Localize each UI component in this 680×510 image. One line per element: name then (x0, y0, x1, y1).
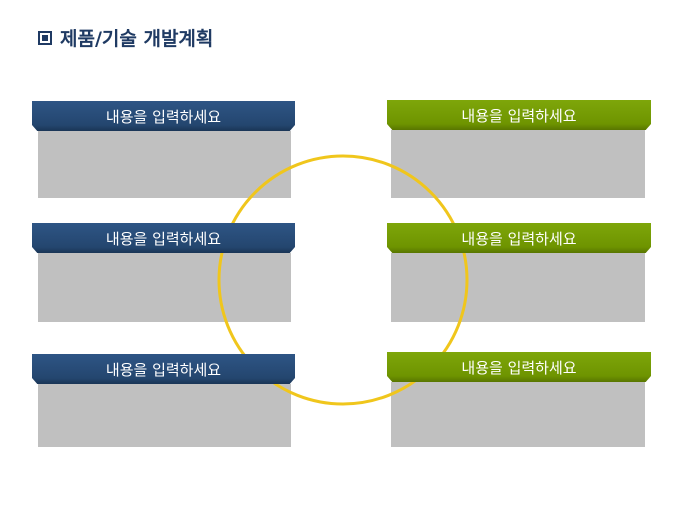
right-header-1[interactable]: 내용을 입력하세요 (387, 100, 651, 130)
right-content-box-3[interactable] (391, 382, 645, 447)
square-bullet-icon (38, 30, 52, 45)
right-header-3[interactable]: 내용을 입력하세요 (387, 352, 651, 382)
right-header-label: 내용을 입력하세요 (461, 229, 577, 248)
left-header-1[interactable]: 내용을 입력하세요 (32, 101, 295, 131)
left-content-box-2[interactable] (38, 253, 291, 322)
page-title-text: 제품/기술 개발계획 (60, 28, 214, 50)
left-content-box-3[interactable] (38, 384, 291, 447)
left-header-label: 내용을 입력하세요 (105, 229, 222, 248)
left-header-3[interactable]: 내용을 입력하세요 (32, 354, 295, 384)
left-content-box-1[interactable] (38, 131, 291, 198)
left-header-label: 내용을 입력하세요 (105, 107, 222, 126)
left-header-label: 내용을 입력하세요 (105, 360, 222, 379)
page-title: 제품/기술 개발계획 (38, 24, 213, 51)
left-header-2[interactable]: 내용을 입력하세요 (32, 223, 295, 253)
ring-shape (217, 154, 469, 406)
right-header-2[interactable]: 내용을 입력하세요 (387, 223, 651, 253)
right-content-box-1[interactable] (391, 130, 645, 198)
right-header-label: 내용을 입력하세요 (461, 358, 577, 377)
right-header-label: 내용을 입력하세요 (461, 106, 577, 125)
right-content-box-2[interactable] (391, 253, 645, 322)
